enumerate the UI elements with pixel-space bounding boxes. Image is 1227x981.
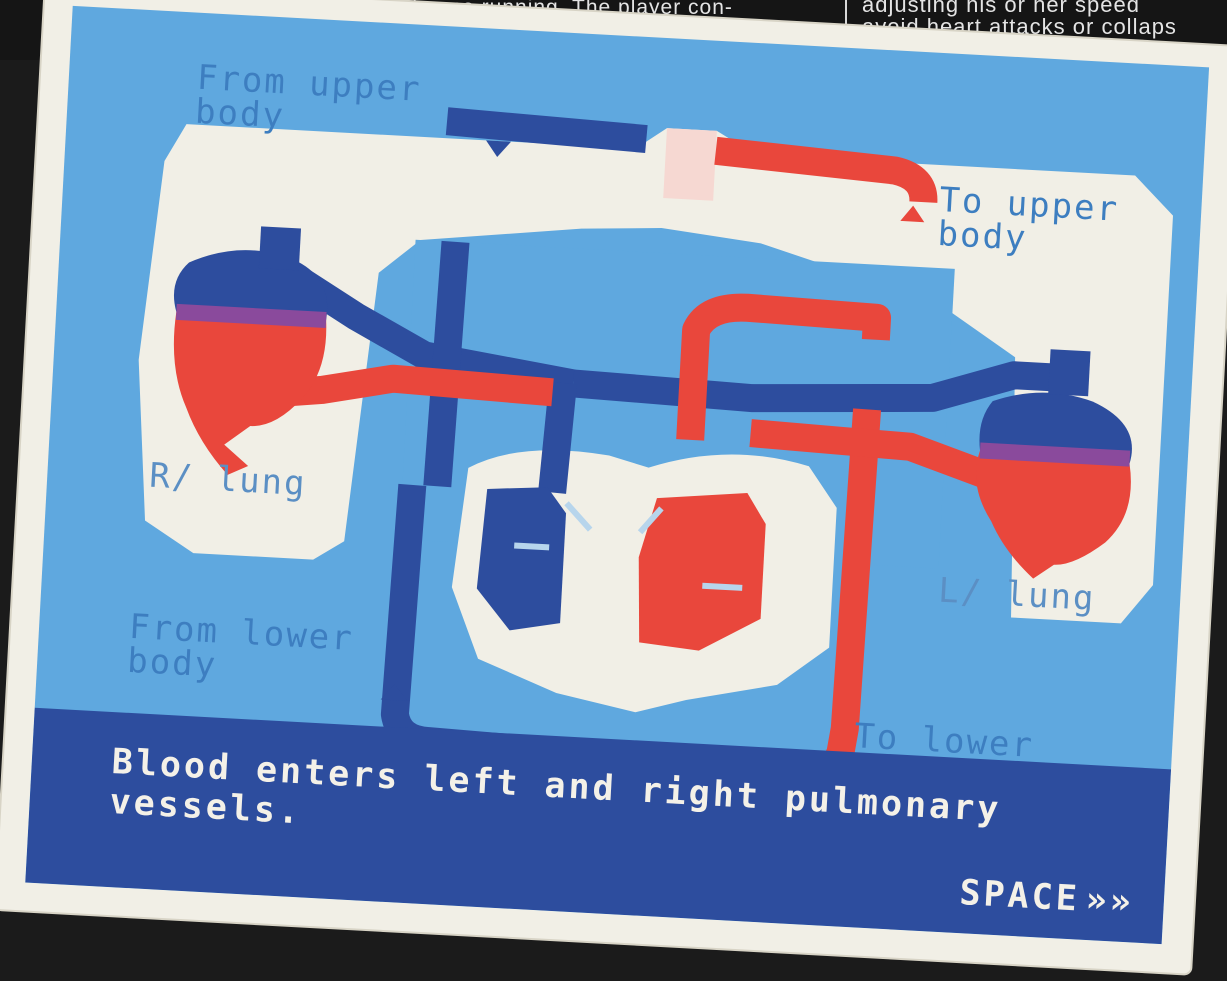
- right-lung-pipe-stub: [259, 226, 301, 270]
- status-message: Blood enters left and right pulmonary ve…: [109, 742, 1052, 873]
- label-to-upper-body: To upper body: [937, 183, 1120, 261]
- vena-cava-upper: [447, 121, 647, 139]
- lower-tissue-notch: [663, 128, 717, 201]
- pulmonary-valve: [514, 545, 549, 547]
- label-right-lung: R/ lung: [149, 459, 308, 501]
- label-left-lung: L/ lung: [937, 574, 1096, 616]
- chevron-right-icon: »»: [1085, 880, 1135, 923]
- space-key-label: SPACE: [958, 873, 1080, 919]
- label-from-upper-body: From upper body: [194, 61, 422, 141]
- upper-vein-drop: [437, 242, 455, 487]
- label-from-lower-body: From lower body: [126, 610, 354, 690]
- game-display: From upper body To upper body R/ lung L/…: [25, 6, 1209, 944]
- space-continue-button[interactable]: SPACE»»: [958, 873, 1134, 922]
- aortic-valve: [702, 586, 742, 588]
- right-atrium-vessel: [552, 383, 563, 493]
- left-lung-pipe-stub: [1048, 349, 1090, 396]
